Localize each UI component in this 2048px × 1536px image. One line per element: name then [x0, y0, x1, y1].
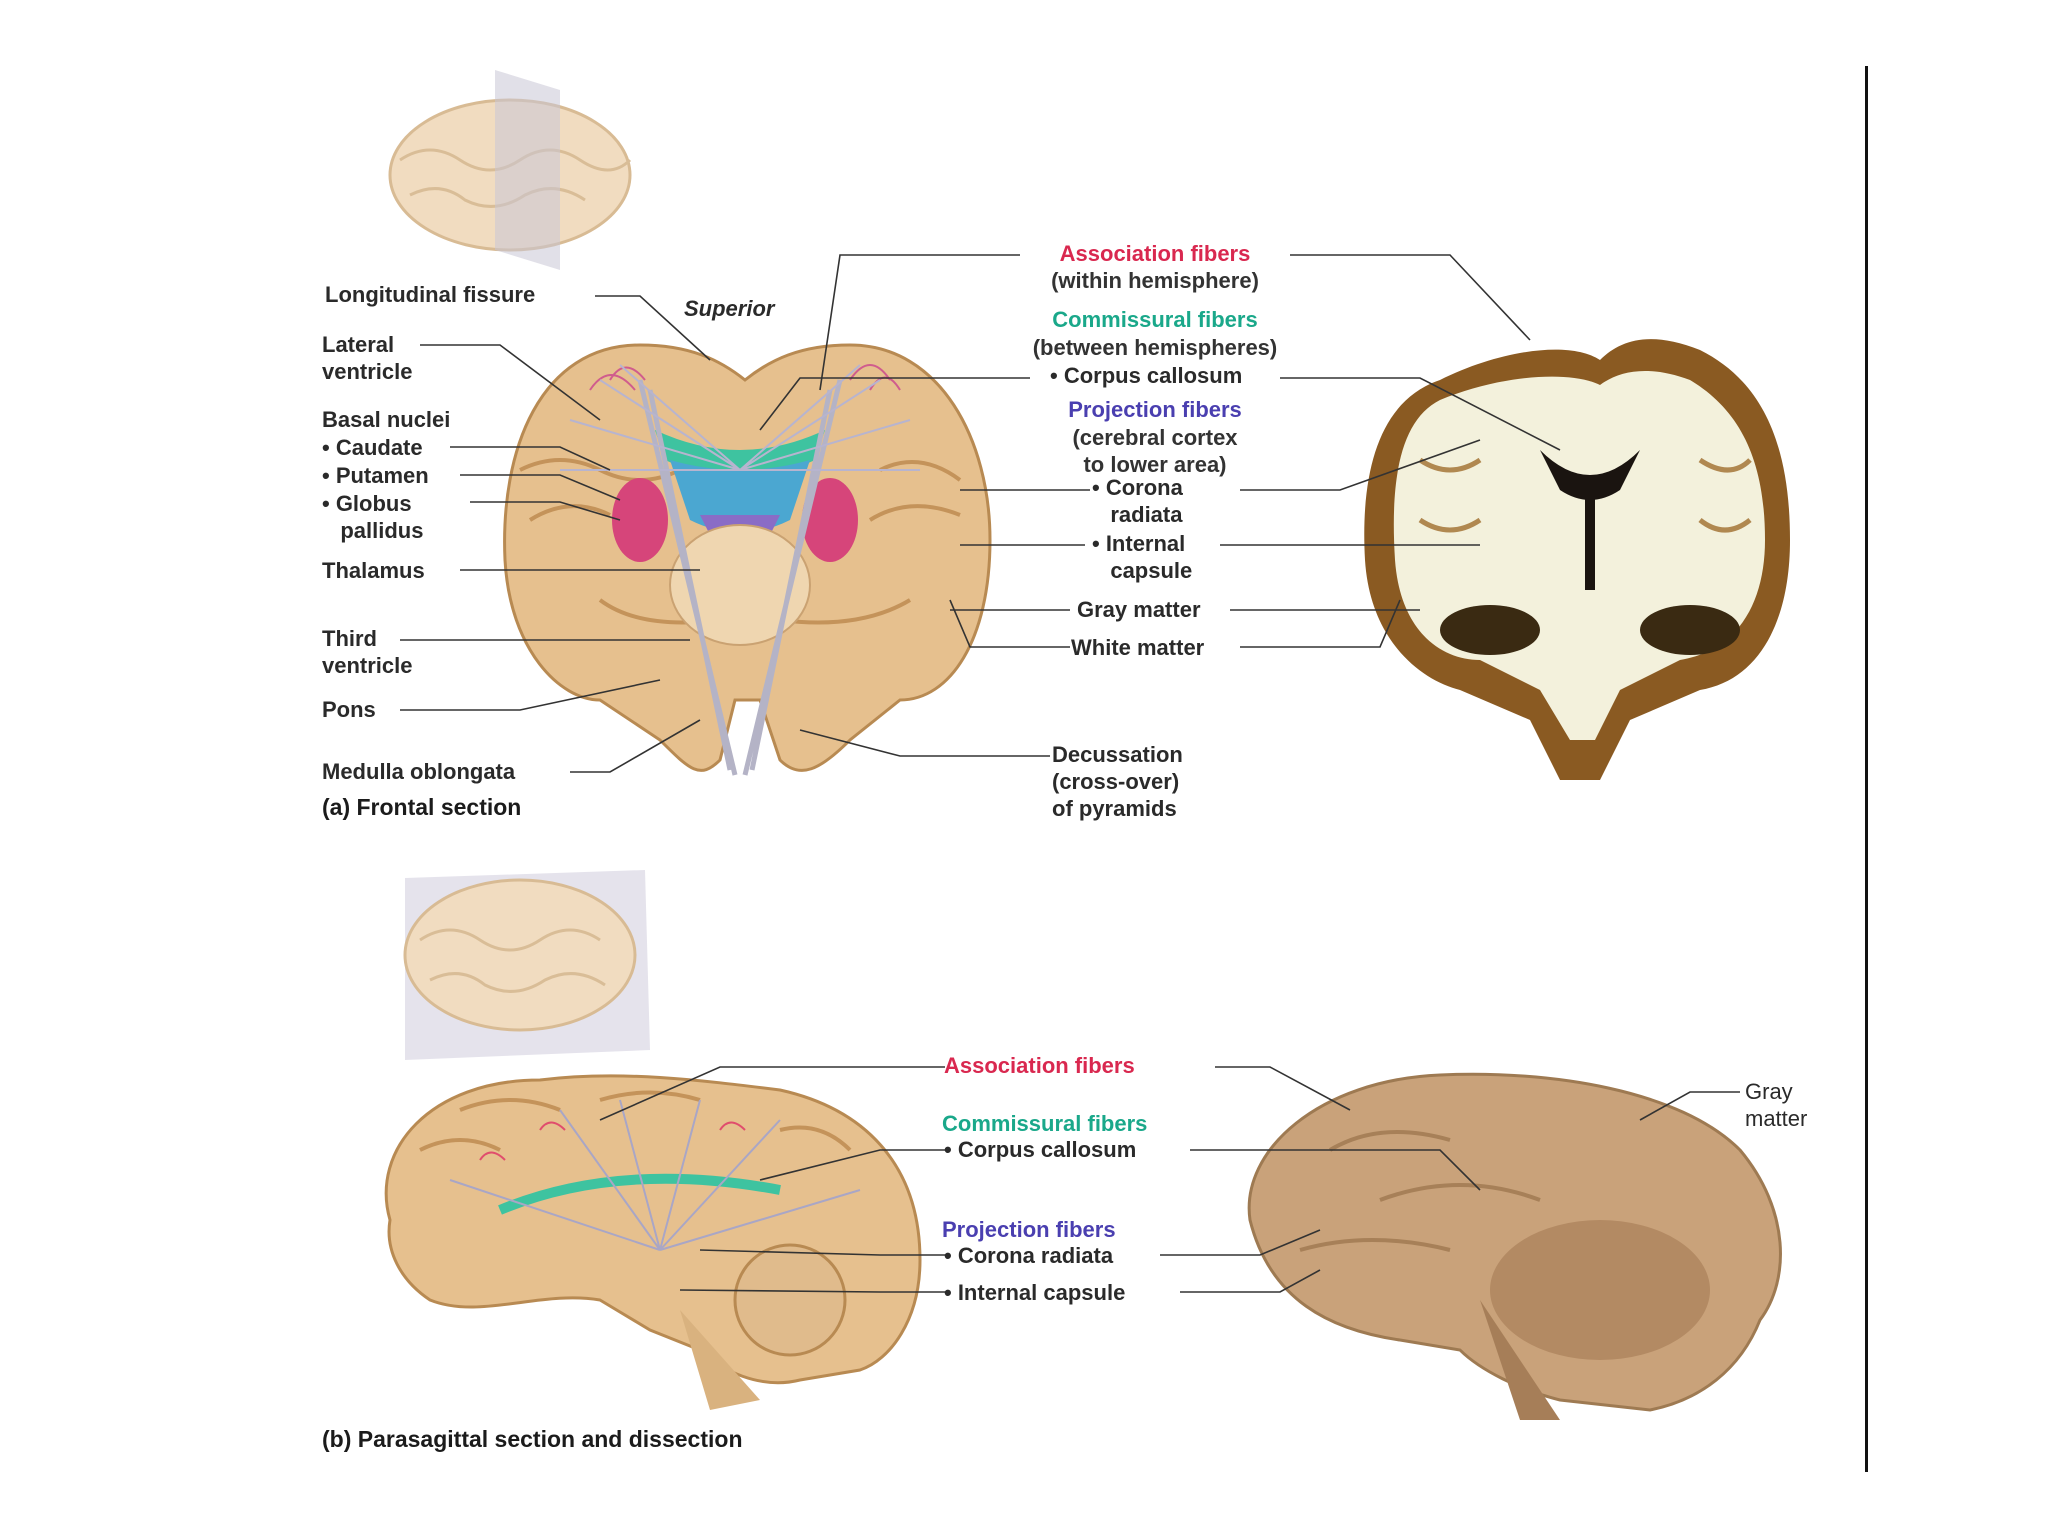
label-lateral-ventricle: Lateral ventricle	[322, 332, 413, 384]
label-caudate: • Caudate	[322, 435, 423, 460]
label-pons: Pons	[322, 697, 376, 722]
label-sagittal-internal-capsule: • Internal capsule	[944, 1280, 1126, 1305]
orientation-brain-frontal	[388, 70, 632, 270]
label-association-sub: (within hemisphere)	[1051, 268, 1259, 293]
label-internal-capsule: • Internal capsule	[1092, 531, 1193, 583]
caption-frontal-section: (a) Frontal section	[322, 794, 522, 820]
parasagittal-illustration	[384, 1074, 922, 1410]
label-corona-radiata: • Corona radiata	[1092, 475, 1183, 527]
orientation-brain-sagittal	[403, 870, 650, 1060]
label-association-fibers: Association fibers	[1059, 241, 1251, 266]
label-thalamus: Thalamus	[322, 558, 425, 583]
label-sagittal-corona-radiata: • Corona radiata	[944, 1243, 1114, 1268]
frontal-section-photo	[1364, 339, 1790, 780]
label-projection-sub: (cerebral cortex to lower area)	[1072, 425, 1238, 477]
caption-parasagittal-section: (b) Parasagittal section and dissection	[322, 1426, 743, 1452]
leader-lines	[400, 254, 1740, 1293]
vertical-rule	[1865, 66, 1868, 1472]
label-decussation: Decussation (cross-over) of pyramids	[1052, 742, 1183, 821]
label-medulla-oblongata: Medulla oblongata	[322, 759, 516, 784]
label-sagittal-commissural: Commissural fibers	[942, 1111, 1148, 1136]
label-putamen: • Putamen	[322, 463, 429, 488]
frontal-section-illustration	[503, 343, 992, 776]
label-basal-nuclei: Basal nuclei	[322, 407, 451, 432]
label-third-ventricle: Third ventricle	[322, 626, 413, 678]
label-sagittal-projection: Projection fibers	[942, 1217, 1116, 1242]
label-corpus-callosum: • Corpus callosum	[1050, 363, 1243, 388]
label-white-matter: White matter	[1071, 635, 1205, 660]
label-sagittal-association: Association fibers	[944, 1053, 1135, 1078]
label-globus-pallidus: • Globus pallidus	[322, 491, 424, 543]
label-sagittal-gray-matter: Gray matter	[1745, 1079, 1808, 1131]
label-superior: Superior	[684, 296, 775, 321]
label-commissural-sub: (between hemispheres)	[1032, 335, 1278, 360]
label-longitudinal-fissure: Longitudinal fissure	[325, 282, 536, 307]
label-commissural-fibers: Commissural fibers	[1052, 307, 1258, 332]
parasagittal-photo	[1247, 1072, 1782, 1420]
label-gray-matter: Gray matter	[1077, 597, 1201, 622]
label-projection-fibers: Projection fibers	[1068, 397, 1242, 422]
label-sagittal-corpus-callosum: • Corpus callosum	[944, 1137, 1137, 1162]
